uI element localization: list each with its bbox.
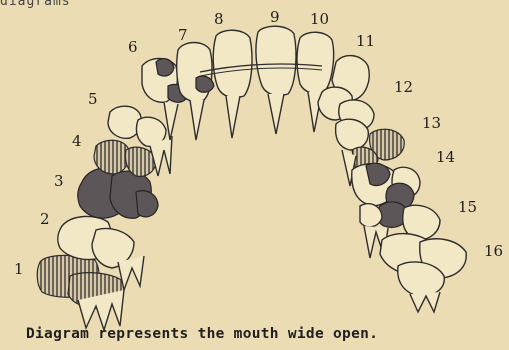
tooth-6-cavity-top: [156, 59, 174, 76]
tooth-7: [177, 43, 212, 102]
tooth-number-8: 8: [214, 10, 224, 28]
tooth-number-11: 11: [356, 32, 375, 50]
tooth-number-2: 2: [40, 210, 50, 228]
tooth-8: [213, 30, 252, 97]
tooth-number-13: 13: [422, 114, 441, 132]
tooth-number-15: 15: [458, 198, 477, 216]
tooth-3-c: [136, 191, 158, 217]
teeth-right-side: [318, 56, 466, 312]
tooth-number-14: 14: [436, 148, 455, 166]
tooth-number-12: 12: [394, 78, 413, 96]
tooth-number-16: 16: [484, 242, 503, 260]
tooth-number-4: 4: [72, 132, 82, 150]
tooth-16-root: [410, 292, 440, 312]
tooth-number-5: 5: [88, 90, 98, 108]
teeth-left-side: [37, 30, 252, 330]
tooth-9-root: [268, 94, 284, 134]
tooth-13: [336, 119, 369, 150]
tooth-number-3: 3: [54, 172, 64, 190]
tooth-8-root: [226, 96, 240, 138]
tooth-4: [94, 140, 129, 174]
tooth-10: [297, 32, 334, 93]
tooth-number-10: 10: [310, 10, 329, 28]
diagram-caption: Diagram represents the mouth wide open.: [26, 326, 506, 342]
tooth-7-root: [190, 100, 204, 140]
tooth-number-7: 7: [178, 26, 188, 44]
tooth-number-1: 1: [14, 260, 24, 278]
tooth-9: [256, 26, 296, 95]
tooth-number-9: 9: [270, 8, 280, 26]
tooth-number-6: 6: [128, 38, 138, 56]
